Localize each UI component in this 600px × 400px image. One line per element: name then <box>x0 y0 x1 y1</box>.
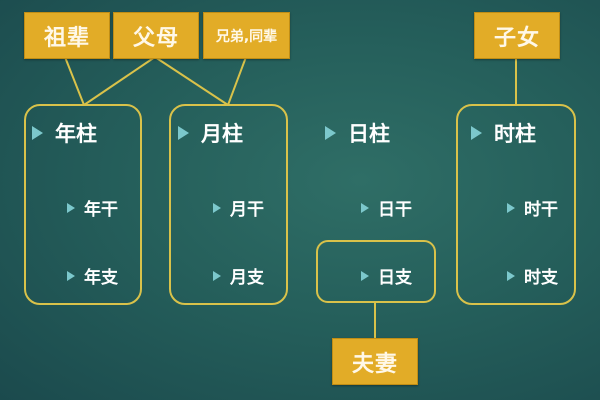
hour-pillar-heading: 时柱 <box>471 118 536 148</box>
year-stem-label: 年干 <box>84 200 118 220</box>
tag-spouse: 夫妻 <box>332 338 418 385</box>
tag-ancestors: 祖辈 <box>24 12 110 59</box>
month-pillar-label: 月柱 <box>201 122 243 146</box>
triangle-bullet-icon <box>471 126 482 140</box>
connector-ancestors-year <box>64 56 85 106</box>
month-branch-label: 月支 <box>230 268 264 288</box>
triangle-bullet-icon <box>32 126 43 140</box>
hour-branch: 时支 <box>507 263 558 288</box>
frame-year-pillar <box>24 104 142 305</box>
triangle-bullet-icon <box>213 202 221 213</box>
tag-ancestors-label: 祖辈 <box>43 25 90 51</box>
connector-siblings-month <box>227 56 247 106</box>
hour-branch-label: 时支 <box>524 268 558 288</box>
triangle-bullet-icon <box>67 270 75 281</box>
year-branch: 年支 <box>67 263 118 288</box>
triangle-bullet-icon <box>361 202 369 213</box>
day-branch: 日支 <box>361 263 412 288</box>
tag-spouse-label: 夫妻 <box>351 351 398 377</box>
hour-pillar-label: 时柱 <box>494 122 536 146</box>
tag-children: 子女 <box>474 12 560 59</box>
triangle-bullet-icon <box>507 202 515 213</box>
frame-month-pillar <box>169 104 288 305</box>
hour-stem-label: 时干 <box>524 200 558 220</box>
year-pillar-label: 年柱 <box>55 122 97 146</box>
month-stem-label: 月干 <box>230 200 264 220</box>
day-stem-label: 日干 <box>378 200 412 220</box>
day-stem: 日干 <box>361 195 412 220</box>
triangle-bullet-icon <box>325 126 336 140</box>
triangle-bullet-icon <box>67 202 75 213</box>
triangle-bullet-icon <box>178 126 189 140</box>
tag-parents: 父母 <box>113 12 199 59</box>
tag-parents-label: 父母 <box>132 25 179 51</box>
day-pillar-heading: 日柱 <box>325 118 390 148</box>
hour-stem: 时干 <box>507 195 558 220</box>
month-stem: 月干 <box>213 195 264 220</box>
tag-siblings-peers-label: 兄弟,同辈 <box>215 28 278 45</box>
month-pillar-heading: 月柱 <box>178 118 243 148</box>
triangle-bullet-icon <box>361 270 369 281</box>
connector-parents-year <box>83 56 156 106</box>
month-branch: 月支 <box>213 263 264 288</box>
frame-hour-pillar <box>456 104 576 305</box>
triangle-bullet-icon <box>213 270 221 281</box>
connector-parents-month <box>154 56 229 106</box>
tag-siblings-peers: 兄弟,同辈 <box>203 12 290 59</box>
day-branch-label: 日支 <box>378 268 412 288</box>
year-pillar-heading: 年柱 <box>32 118 97 148</box>
triangle-bullet-icon <box>507 270 515 281</box>
year-stem: 年干 <box>67 195 118 220</box>
year-branch-label: 年支 <box>84 268 118 288</box>
day-pillar-label: 日柱 <box>348 122 390 146</box>
tag-children-label: 子女 <box>493 25 540 51</box>
frame-day-branch <box>316 240 436 303</box>
